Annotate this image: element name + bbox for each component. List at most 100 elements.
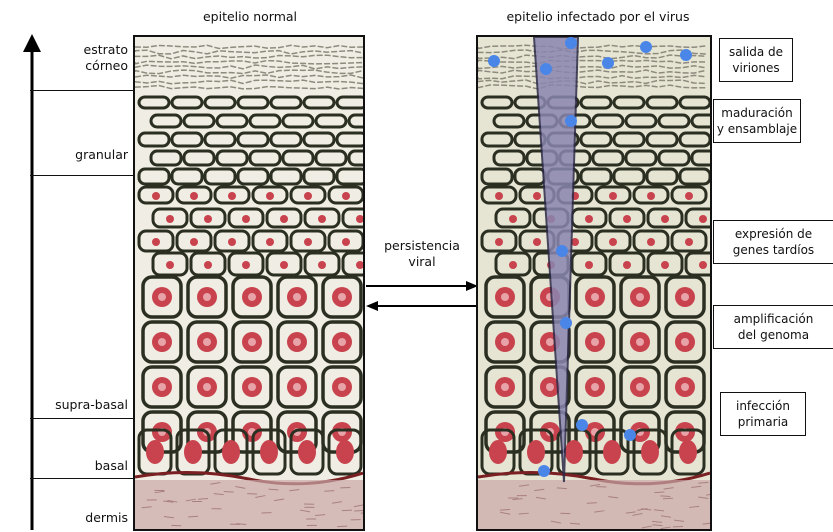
nucleus	[603, 440, 621, 464]
dermis-fiber	[654, 492, 664, 493]
nucleus	[585, 215, 593, 223]
nucleus	[280, 261, 288, 269]
nucleolus	[681, 383, 689, 391]
nucleolus	[338, 338, 346, 346]
nucleus	[222, 440, 240, 464]
nucleolus	[636, 293, 644, 301]
persistence-label: persistencia viral	[366, 238, 478, 270]
nucleus	[152, 238, 160, 246]
virion-dot	[538, 465, 550, 477]
nucleolus	[591, 293, 599, 301]
nucleus	[204, 215, 212, 223]
nucleus	[527, 440, 545, 464]
nucleus	[266, 238, 274, 246]
nucleolus	[636, 383, 644, 391]
nucleus	[661, 261, 669, 269]
layer-label-granular: granular	[40, 147, 128, 163]
nucleus	[509, 215, 517, 223]
stage-box-late-genes: expresión de genes tardíos	[713, 220, 833, 264]
nucleolus	[293, 293, 301, 301]
nucleolus	[636, 338, 644, 346]
nucleus	[585, 261, 593, 269]
nucleolus	[681, 293, 689, 301]
title-normal: epitelio normal	[190, 9, 310, 25]
nucleus	[152, 192, 160, 200]
nucleolus	[501, 293, 509, 301]
virion-dot	[576, 419, 588, 431]
nucleolus	[546, 338, 554, 346]
nucleus	[495, 238, 503, 246]
nucleus	[304, 238, 312, 246]
dermis-fiber	[500, 509, 510, 510]
left-right-arrow-icon	[364, 278, 480, 314]
nucleus	[228, 238, 236, 246]
virion-dot	[488, 55, 500, 67]
nucleus	[509, 261, 517, 269]
layer-label-dermis: dermis	[40, 510, 128, 526]
nucleus	[679, 440, 697, 464]
virion-dot	[680, 49, 692, 61]
nucleus	[533, 192, 541, 200]
nucleus	[489, 440, 507, 464]
nucleus	[190, 238, 198, 246]
nucleus	[260, 440, 278, 464]
nucleolus	[203, 293, 211, 301]
nucleolus	[591, 338, 599, 346]
virion-dot	[556, 245, 568, 257]
dermis-fiber	[324, 491, 334, 492]
layer-divider	[30, 175, 134, 176]
nucleolus	[681, 338, 689, 346]
nucleus	[623, 215, 631, 223]
nucleolus	[248, 338, 256, 346]
nucleus	[342, 192, 350, 200]
virion-dot	[602, 57, 614, 69]
stage-box-maturation-assembly: maduración y ensamblaje	[713, 99, 801, 143]
layer-label-basal: basal	[40, 458, 128, 474]
nucleolus	[546, 383, 554, 391]
nucleus	[336, 440, 354, 464]
nucleus	[609, 238, 617, 246]
dermis-fiber	[247, 494, 257, 495]
stage-box-virion-release: salida de viriones	[719, 38, 793, 82]
nucleus	[184, 440, 202, 464]
nucleus	[685, 238, 693, 246]
normal-epithelium-illustration	[135, 37, 363, 531]
nucleus	[565, 440, 583, 464]
dermis-fiber	[224, 491, 234, 492]
nucleus	[166, 261, 174, 269]
nucleolus	[293, 383, 301, 391]
nucleolus	[158, 338, 166, 346]
nucleolus	[501, 383, 509, 391]
nucleus	[242, 215, 250, 223]
layer-divider	[30, 90, 134, 91]
nucleolus	[501, 338, 509, 346]
nucleolus	[338, 383, 346, 391]
nucleolus	[248, 293, 256, 301]
stage-box-genome-amplification: amplificación del genoma	[713, 305, 833, 349]
nucleus	[204, 261, 212, 269]
nucleus	[647, 192, 655, 200]
nucleolus	[203, 383, 211, 391]
virion-dot	[565, 115, 577, 127]
nucleolus	[203, 338, 211, 346]
nucleus	[228, 192, 236, 200]
nucleus	[190, 192, 198, 200]
nucleolus	[248, 383, 256, 391]
layer-divider	[30, 418, 134, 419]
nucleus	[533, 238, 541, 246]
panel-normal-epithelium	[133, 35, 365, 531]
dermis-fiber	[660, 496, 670, 497]
nucleolus	[158, 383, 166, 391]
virion-dot	[640, 41, 652, 53]
nucleus	[495, 192, 503, 200]
layer-label-supra-basal: supra-basal	[34, 397, 128, 413]
nucleolus	[338, 293, 346, 301]
dermis-fiber	[354, 510, 363, 511]
title-infected: epitelio infectado por el virus	[478, 9, 718, 25]
nucleus	[304, 192, 312, 200]
virion-dot	[540, 63, 552, 75]
nucleus	[609, 192, 617, 200]
nucleus	[146, 440, 164, 464]
nucleolus	[293, 338, 301, 346]
nucleus	[318, 215, 326, 223]
